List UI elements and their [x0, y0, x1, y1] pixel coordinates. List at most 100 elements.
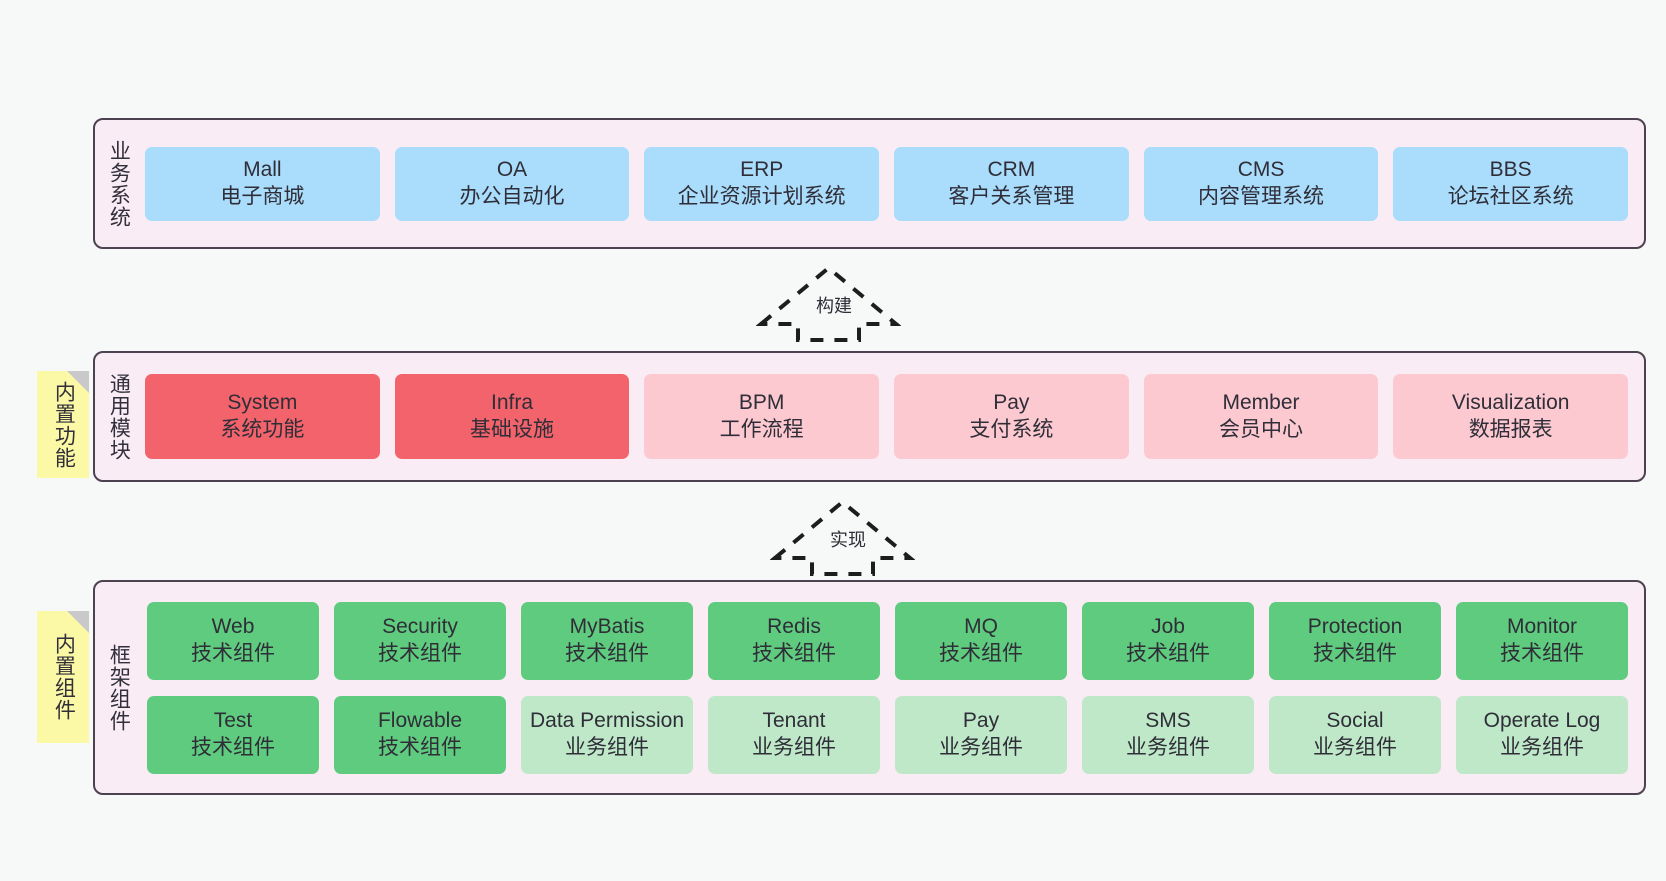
card-subtitle: 办公自动化: [459, 184, 565, 208]
card-web[interactable]: Web 技术组件: [147, 601, 319, 680]
card-oa[interactable]: OA 办公自动化: [394, 146, 630, 221]
card-flowable[interactable]: Flowable 技术组件: [334, 695, 506, 774]
card-subtitle: 论坛社区系统: [1447, 184, 1574, 208]
card-title: Tenant: [762, 708, 826, 732]
panel-label-common-modules: 通用模块: [107, 372, 131, 461]
card-title: Data Permission: [529, 708, 685, 732]
card-sms[interactable]: SMS 业务组件: [1082, 695, 1254, 774]
card-subtitle: 数据报表: [1468, 417, 1553, 441]
card-subtitle: 技术组件: [1126, 641, 1210, 665]
card-cms[interactable]: CMS 内容管理系统: [1143, 146, 1379, 221]
card-subtitle: 系统功能: [220, 417, 305, 441]
framework-row-technical: Web 技术组件 Security 技术组件 MyBatis 技术组件 Redi…: [147, 601, 1628, 680]
panel-business-system[interactable]: 业务系统 Mall 电子商城 OA 办公自动化 ERP 企业资源计划系统 CRM…: [93, 118, 1646, 249]
card-member[interactable]: Member 会员中心: [1143, 374, 1379, 459]
card-system[interactable]: System 系统功能: [145, 374, 380, 459]
card-bpm[interactable]: BPM 工作流程: [644, 374, 880, 459]
card-mall[interactable]: Mall 电子商城: [145, 146, 380, 221]
card-title: SMS: [1145, 708, 1191, 732]
card-title: Pay: [962, 708, 1000, 732]
card-subtitle: 技术组件: [752, 641, 836, 665]
card-title: CMS: [1237, 157, 1285, 181]
panel-body-framework-components: Web 技术组件 Security 技术组件 MyBatis 技术组件 Redi…: [141, 582, 1644, 793]
card-title: OA: [496, 157, 528, 181]
card-tenant[interactable]: Tenant 业务组件: [708, 695, 880, 774]
card-title: Job: [1151, 614, 1185, 638]
card-subtitle: 业务组件: [939, 735, 1023, 759]
card-subtitle: 技术组件: [565, 641, 649, 665]
card-operate-log[interactable]: Operate Log 业务组件: [1456, 695, 1628, 774]
arrow-build: 构建: [756, 262, 901, 344]
panel-framework-components[interactable]: 框架组件 Web 技术组件 Security 技术组件 MyBatis 技术组件…: [93, 580, 1646, 795]
card-job[interactable]: Job 技术组件: [1082, 601, 1254, 680]
card-social[interactable]: Social 业务组件: [1269, 695, 1441, 774]
card-title: BBS: [1489, 157, 1532, 181]
card-subtitle: 技术组件: [378, 641, 462, 665]
note-builtin-function[interactable]: 内置功能: [37, 371, 89, 478]
card-bbs[interactable]: BBS 论坛社区系统: [1393, 146, 1629, 221]
card-erp[interactable]: ERP 企业资源计划系统: [644, 146, 880, 221]
card-subtitle: 会员中心: [1219, 417, 1304, 441]
card-subtitle: 技术组件: [1500, 641, 1584, 665]
card-subtitle: 电子商城: [220, 184, 305, 208]
card-subtitle: 技术组件: [191, 735, 275, 759]
card-subtitle: 支付系统: [969, 417, 1054, 441]
card-crm[interactable]: CRM 客户关系管理: [894, 146, 1129, 221]
card-title: ERP: [740, 157, 784, 181]
card-data-permission[interactable]: Data Permission 业务组件: [521, 695, 693, 774]
card-subtitle: 客户关系管理: [948, 184, 1075, 208]
card-title: System: [227, 390, 298, 414]
card-subtitle: 业务组件: [565, 735, 649, 759]
card-title: Test: [213, 708, 253, 732]
card-title: Mall: [243, 157, 282, 181]
card-security[interactable]: Security 技术组件: [334, 601, 506, 680]
card-title: Redis: [767, 614, 821, 638]
arrow-implement: 实现: [770, 496, 915, 578]
note-builtin-component[interactable]: 内置组件: [37, 611, 89, 743]
card-pay-module[interactable]: Pay 支付系统: [894, 374, 1129, 459]
card-pay-component[interactable]: Pay 业务组件: [895, 695, 1067, 774]
card-subtitle: 内容管理系统: [1198, 184, 1325, 208]
card-title: Visualization: [1451, 390, 1570, 414]
card-subtitle: 工作流程: [719, 417, 804, 441]
panel-body-business-system: Mall 电子商城 OA 办公自动化 ERP 企业资源计划系统 CRM 客户关系…: [141, 120, 1644, 247]
card-title: Security: [382, 614, 458, 638]
card-title: MyBatis: [569, 614, 645, 638]
card-monitor[interactable]: Monitor 技术组件: [1456, 601, 1628, 680]
card-title: Web: [211, 614, 255, 638]
card-infra[interactable]: Infra 基础设施: [394, 374, 630, 459]
arrow-build-label: 构建: [814, 292, 854, 318]
card-title: CRM: [987, 157, 1036, 181]
card-title: Social: [1326, 708, 1384, 732]
card-visualization[interactable]: Visualization 数据报表: [1393, 374, 1629, 459]
card-title: Operate Log: [1483, 708, 1601, 732]
card-subtitle: 技术组件: [939, 641, 1023, 665]
card-title: MQ: [964, 614, 998, 638]
card-subtitle: 业务组件: [1500, 735, 1584, 759]
card-subtitle: 企业资源计划系统: [677, 184, 846, 208]
card-title: Member: [1222, 390, 1300, 414]
card-subtitle: 业务组件: [1313, 735, 1397, 759]
card-mybatis[interactable]: MyBatis 技术组件: [521, 601, 693, 680]
card-protection[interactable]: Protection 技术组件: [1269, 601, 1441, 680]
arrow-implement-label: 实现: [828, 526, 868, 552]
panel-label-business-system: 业务系统: [107, 139, 131, 228]
card-title: Monitor: [1506, 614, 1578, 638]
card-subtitle: 技术组件: [378, 735, 462, 759]
panel-common-modules[interactable]: 通用模块 System 系统功能 Infra 基础设施 BPM 工作流程 Pay…: [93, 351, 1646, 482]
framework-row-business: Test 技术组件 Flowable 技术组件 Data Permission …: [147, 695, 1628, 774]
card-subtitle: 技术组件: [1313, 641, 1397, 665]
card-title: Infra: [490, 390, 534, 414]
card-subtitle: 业务组件: [1126, 735, 1210, 759]
card-redis[interactable]: Redis 技术组件: [708, 601, 880, 680]
card-title: Flowable: [377, 708, 463, 732]
card-test[interactable]: Test 技术组件: [147, 695, 319, 774]
card-subtitle: 基础设施: [470, 417, 554, 441]
card-mq[interactable]: MQ 技术组件: [895, 601, 1067, 680]
card-title: BPM: [738, 390, 785, 414]
card-subtitle: 技术组件: [191, 641, 275, 665]
panel-body-common-modules: System 系统功能 Infra 基础设施 BPM 工作流程 Pay 支付系统…: [141, 353, 1644, 480]
card-title: Protection: [1307, 614, 1403, 638]
card-subtitle: 业务组件: [752, 735, 836, 759]
